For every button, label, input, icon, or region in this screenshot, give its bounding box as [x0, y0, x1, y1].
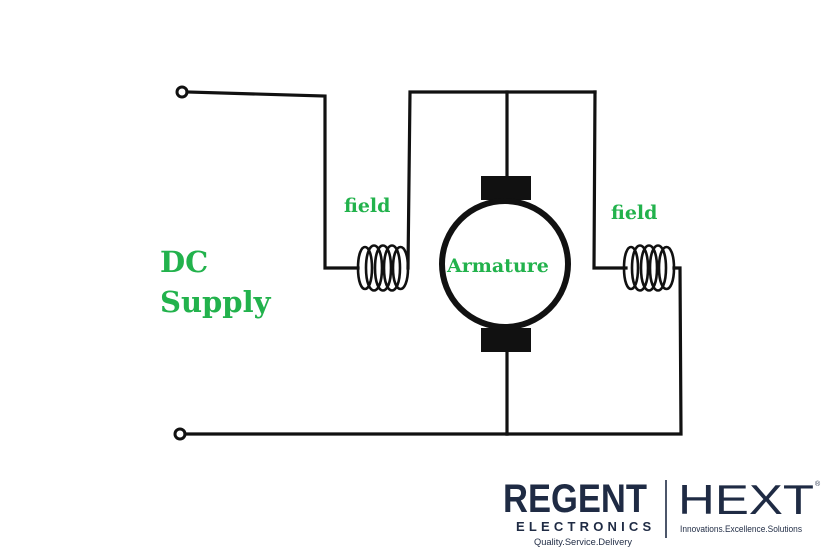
hext-tagline: Innovations.Excellence.Solutions [680, 524, 802, 534]
wire-left-field-to-top-bus [406, 90, 597, 270]
armature-label: Armature [446, 255, 549, 277]
hext-wordmark: HEXT [678, 476, 814, 523]
armature-brush-top [481, 176, 531, 200]
regent-tagline: Quality.Service.Delivery [534, 537, 632, 548]
wire-top-left [185, 90, 360, 270]
right-field-label: field [611, 202, 657, 224]
dc-supply-label-line1: DC [160, 245, 208, 279]
left-field-coil [356, 244, 410, 292]
regent-wordmark: REGENT [503, 477, 647, 521]
dc-supply-label-line2: Supply [160, 285, 272, 319]
hext-registered-mark: ® [815, 480, 821, 488]
regent-electronics-logo: REGENT ELECTRONICS Quality.Service.Deliv… [503, 477, 655, 548]
armature-circle [439, 198, 571, 330]
wire-top-bus-to-right-field [592, 90, 628, 270]
right-field-coil [622, 244, 676, 292]
hext-logo: HEXT ® Innovations.Excellence.Solutions [678, 476, 821, 534]
wire-right-field-to-bottom [505, 266, 683, 436]
left-field-label: field [344, 195, 390, 217]
armature-brush-bottom [481, 328, 531, 352]
electronics-wordmark: ELECTRONICS [516, 519, 655, 534]
